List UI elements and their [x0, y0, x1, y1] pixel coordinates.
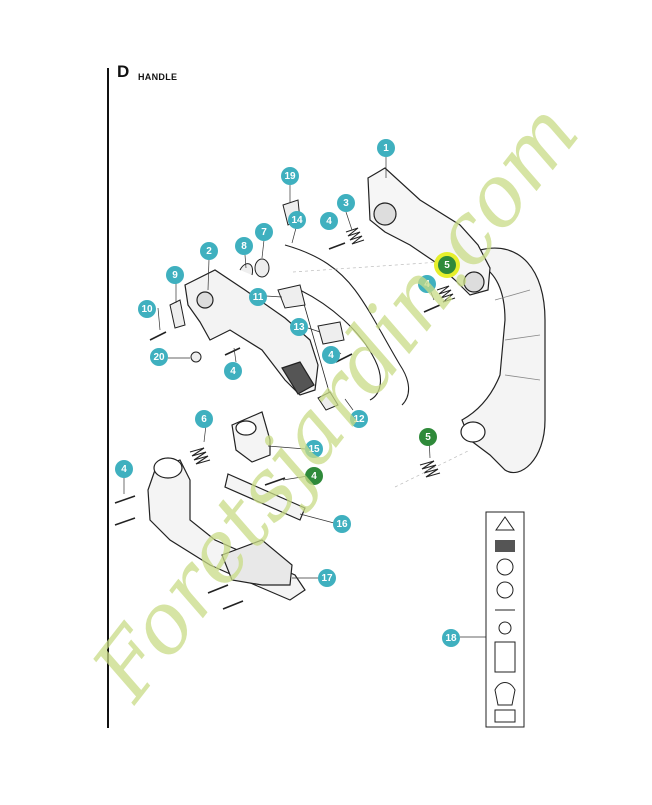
callout-badge: 4: [115, 460, 133, 478]
screws: [114, 242, 441, 610]
small-parts: [169, 199, 345, 411]
callout-badge: 4: [320, 212, 338, 230]
section-letter: D: [117, 62, 130, 81]
warning-label: [485, 511, 525, 728]
callout-badge: 20: [150, 348, 168, 366]
callout-badge: 5: [419, 428, 437, 446]
callout-badge: 15: [305, 440, 323, 458]
lower-handle-assembly: [147, 411, 306, 601]
handle-housing: [184, 269, 319, 396]
callout-badge: 13: [290, 318, 308, 336]
callout-badge: 1: [377, 139, 395, 157]
guide-lines: [292, 261, 471, 488]
callout-badge: 16: [333, 515, 351, 533]
callout-badge: 4: [305, 467, 323, 485]
callout-badge: 7: [255, 223, 273, 241]
rear-handle-upper: [367, 167, 491, 296]
callout-badge: 6: [195, 410, 213, 428]
callout-badge: 4: [224, 362, 242, 380]
callout-badge: 8: [235, 237, 253, 255]
callout-badge: 4: [418, 275, 436, 293]
callout-badge: 18: [442, 629, 460, 647]
callout-badge: 5: [438, 256, 456, 274]
callout-badge: 11: [249, 288, 267, 306]
callout-badge: 17: [318, 569, 336, 587]
callout-badge: 3: [337, 194, 355, 212]
callout-badge: 10: [138, 300, 156, 318]
section-title: HANDLE: [138, 72, 178, 82]
front-handle: [460, 247, 546, 474]
callout-badge: 12: [350, 410, 368, 428]
callout-badge: 14: [288, 211, 306, 229]
callout-badge: 9: [166, 266, 184, 284]
springs: [189, 227, 456, 478]
throttle-cable: [284, 244, 410, 406]
callout-badge: 2: [200, 242, 218, 260]
callout-badge: 19: [281, 167, 299, 185]
callout-badge: 4: [322, 346, 340, 364]
